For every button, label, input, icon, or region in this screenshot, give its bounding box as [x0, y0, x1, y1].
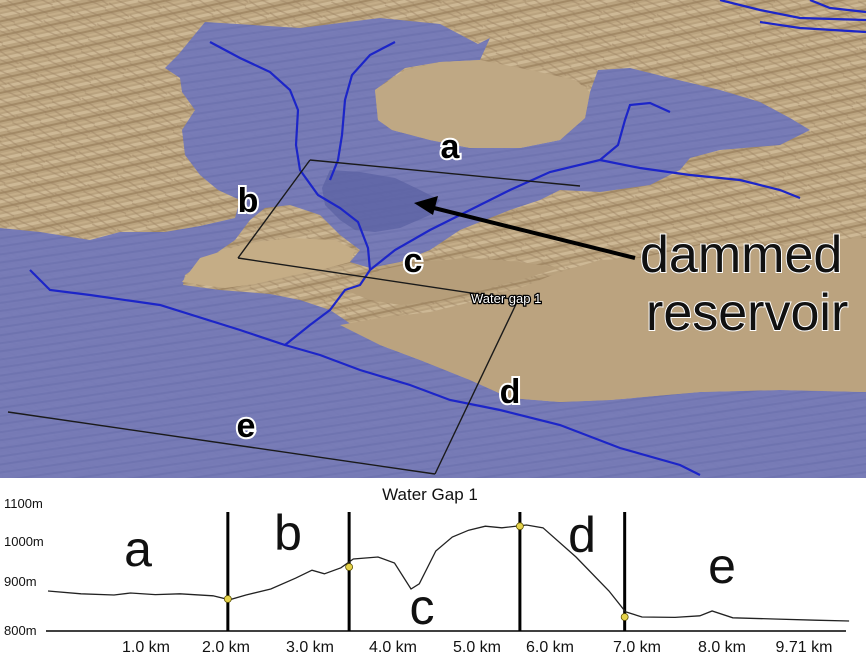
elevation-profile-line [47, 524, 850, 622]
y-tick-label-900: 900m [4, 574, 37, 589]
x-tick-label: 9.71 km [776, 639, 833, 655]
flooded-area [0, 18, 866, 478]
profile-section-label-e: e [708, 538, 736, 594]
x-tick-label: 4.0 km [369, 639, 417, 655]
x-tick-label: 8.0 km [698, 639, 746, 655]
boundary-marker [345, 563, 354, 571]
river-network [29, 0, 866, 476]
map-label-b: b [238, 182, 259, 220]
profile-section-label-c: c [410, 579, 435, 635]
profile-section-label-a: a [124, 521, 152, 577]
boundary-marker [620, 613, 629, 621]
map-label-e: e [237, 407, 256, 445]
y-tick-label-1100: 1100m [4, 496, 43, 511]
map-label-a: a [441, 128, 461, 166]
elevation-profile-chart: Water Gap 1 1100m 1000m 900m 800m 1.0 km… [0, 478, 866, 655]
transect-lines [7, 159, 581, 475]
landmass-north [375, 60, 590, 148]
ridge-c [345, 258, 560, 305]
x-tick-label: 2.0 km [202, 639, 250, 655]
y-tick-label-1000: 1000m [4, 534, 44, 549]
x-tick-label: 3.0 km [286, 639, 334, 655]
boundary-markers [223, 522, 629, 621]
profile-title: Water Gap 1 [382, 485, 478, 504]
reservoir-label-line2: reservoir [646, 284, 848, 342]
x-tick-label: 6.0 km [526, 639, 574, 655]
profile-section-label-d: d [568, 507, 596, 563]
boundary-marker [223, 595, 232, 603]
map-label-c: c [404, 242, 423, 280]
x-tick-label: 5.0 km [453, 639, 501, 655]
x-tick-label: 7.0 km [613, 639, 661, 655]
map-label-d: d [500, 373, 521, 411]
y-tick-label-800: 800m [4, 623, 37, 638]
boundary-marker [516, 522, 524, 531]
reservoir-label-line1: dammed [640, 226, 842, 284]
satellite-map: a b c d e dammed reservoir Water gap 1 [0, 0, 866, 478]
profile-section-label-b: b [274, 505, 302, 561]
x-tick-label: 1.0 km [122, 639, 170, 655]
landmass-d [340, 238, 866, 402]
water-gap-pin-label: Water gap 1 [471, 291, 541, 306]
reservoir-arrow [414, 196, 636, 260]
